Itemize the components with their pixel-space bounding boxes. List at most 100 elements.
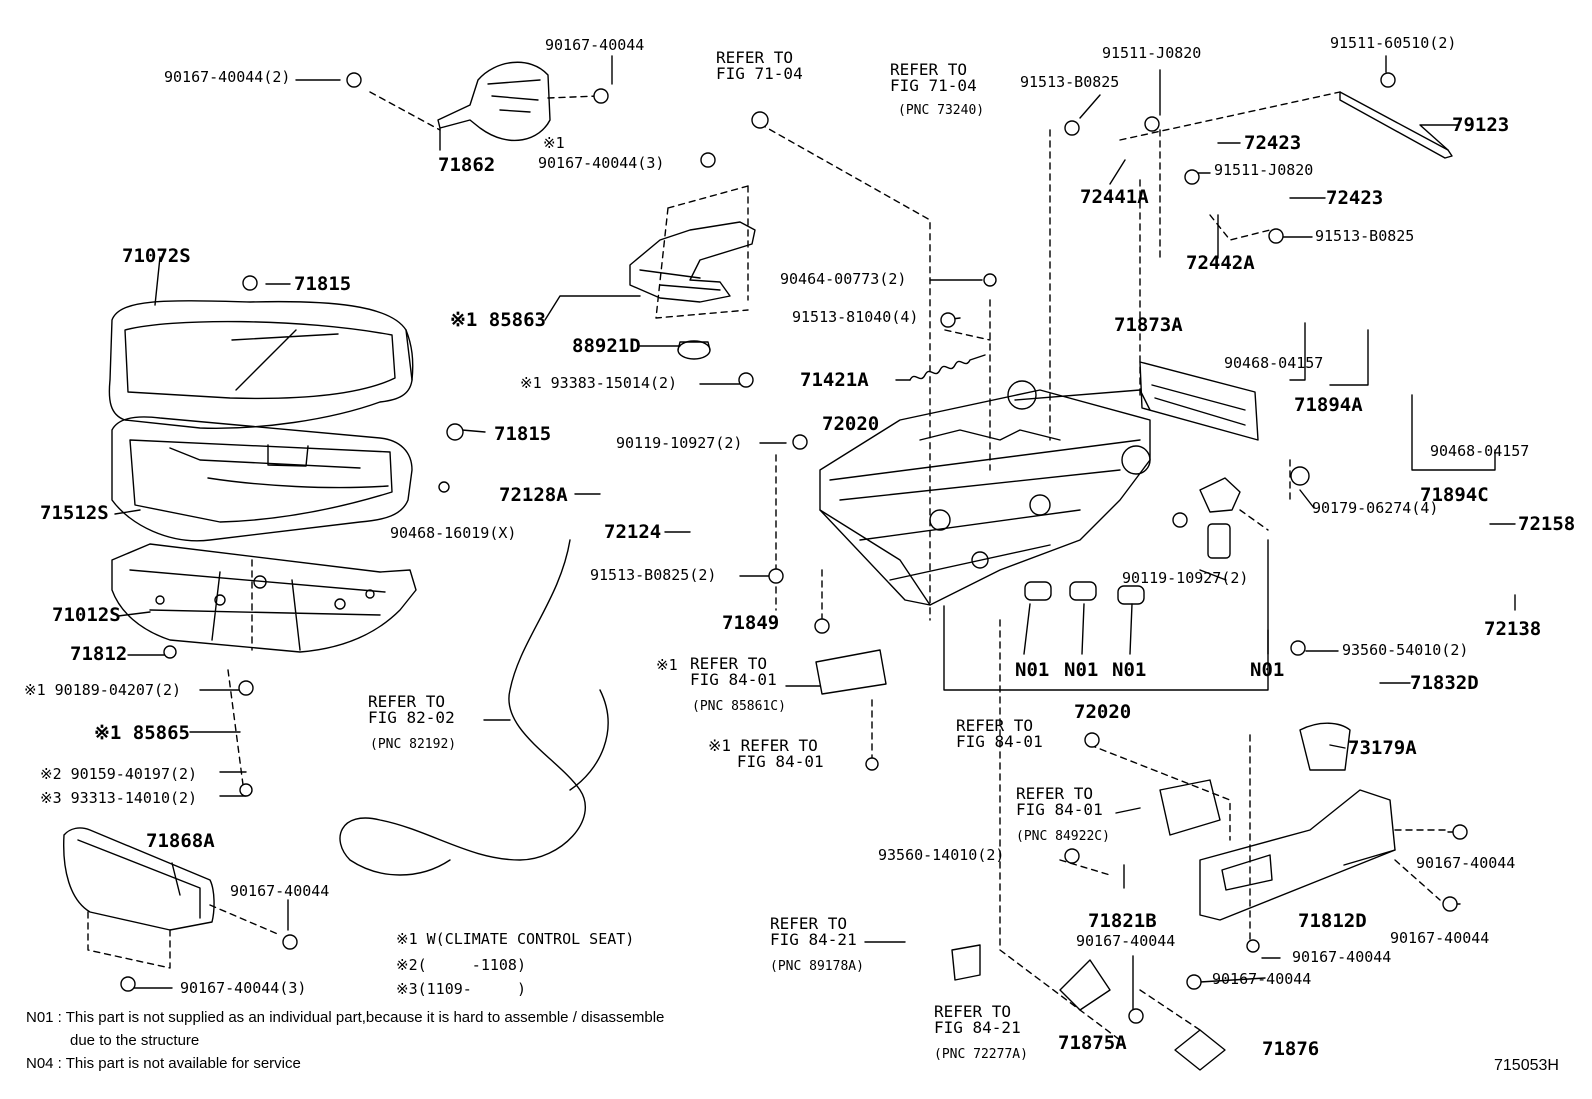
part-label: 90167-40044	[545, 36, 645, 54]
part-label: 71512S	[40, 502, 109, 524]
seat-cushion-cover	[111, 416, 413, 542]
front-cover	[63, 827, 215, 969]
part-label: 90119-10927(2)	[616, 434, 743, 452]
part-label: 79123	[1452, 114, 1510, 136]
seat-cushion-pad	[108, 300, 414, 429]
part-label: 72441A	[1080, 186, 1149, 208]
part-label: 71072S	[122, 245, 191, 267]
part-label: 93560-54010(2)	[1342, 641, 1469, 659]
part-label: N01	[1015, 659, 1050, 681]
part-label: 71876	[1262, 1038, 1320, 1060]
part-label: 71868A	[146, 830, 215, 852]
part-label: ※1 85865	[94, 722, 190, 744]
switch-assembly	[1159, 779, 1221, 836]
part-label: ※1 93383-15014(2)	[520, 374, 678, 392]
part-label: REFER TO FIG 84-01	[1016, 784, 1103, 819]
part-label: 71821B	[1088, 910, 1157, 932]
fasteners	[120, 72, 1468, 1024]
part-label: 71849	[722, 612, 780, 634]
part-label: 90167-40044	[230, 882, 330, 900]
part-label: REFER TO FIG 84-21	[934, 1002, 1021, 1037]
part-label: REFER TO FIG 82-02	[368, 692, 455, 727]
lever-71875A	[1059, 959, 1111, 1011]
bracket-71862	[369, 61, 599, 142]
part-label: 90468-04157	[1224, 354, 1324, 372]
part-label: N01	[1064, 659, 1099, 681]
part-label: 90468-04157	[1430, 442, 1530, 460]
part-label: ※2 90159-40197(2)	[40, 765, 198, 783]
part-label: REFER TO FIG 84-01	[690, 654, 777, 689]
part-label: 88921D	[572, 335, 641, 357]
part-label: 71812D	[1298, 910, 1367, 932]
part-label: 90167-40044	[1292, 948, 1392, 966]
part-label: 91513-B0825(2)	[590, 566, 717, 584]
part-label: 71012S	[52, 604, 121, 626]
part-label: 90119-10927(2)	[1122, 569, 1249, 587]
part-label: (PNC 85861C)	[692, 699, 786, 714]
part-label: 91513-B0825	[1020, 73, 1120, 91]
part-label: (PNC 84922C)	[1016, 829, 1110, 844]
part-label: 72124	[604, 521, 662, 543]
part-label: 90464-00773(2)	[780, 270, 907, 288]
slide-rail-71873A	[1139, 361, 1259, 441]
legend-entry: ※3(1109- )	[396, 980, 526, 998]
part-label: 71812	[70, 643, 128, 665]
part-label: (PNC 89178A)	[770, 959, 864, 974]
part-label: 72138	[1484, 618, 1542, 640]
part-label: 91511-J0820	[1102, 44, 1202, 62]
part-label: ※1	[543, 134, 565, 152]
legend-entry: ※1 W(CLIMATE CONTROL SEAT)	[396, 930, 635, 948]
part-label: 73179A	[1348, 737, 1417, 759]
part-label: 90167-40044	[1212, 970, 1312, 988]
part-label: 90179-06274(4)	[1312, 499, 1439, 517]
part-label: 72423	[1244, 132, 1302, 154]
part-label: REFER TO FIG 84-21	[770, 914, 857, 949]
part-label: (PNC 82192)	[370, 737, 457, 752]
part-label: (PNC 73240)	[898, 103, 985, 118]
rod-79123	[1339, 91, 1453, 159]
lever-71876	[1174, 1029, 1226, 1071]
footnote: N04 : This part is not available for ser…	[26, 1055, 301, 1072]
legend-entry: ※2( -1108)	[396, 956, 526, 974]
footnote: N01 : This part is not supplied as an in…	[26, 1009, 665, 1026]
part-label: (PNC 72277A)	[934, 1047, 1028, 1062]
part-label: ※1 85863	[450, 309, 546, 331]
part-label: 72020	[1074, 701, 1132, 723]
part-label: 71421A	[800, 369, 869, 391]
part-label: 71873A	[1114, 314, 1183, 336]
part-label: N01	[1112, 659, 1147, 681]
part-label: 72128A	[499, 484, 568, 506]
part-label: 72423	[1326, 187, 1384, 209]
part-label: ※1 REFER TO FIG 84-01	[708, 736, 824, 771]
figure-id: 715053H	[1494, 1057, 1559, 1074]
part-label: ※1 90189-04207(2)	[24, 681, 182, 699]
part-label: ※3 93313-14010(2)	[40, 789, 198, 807]
guide-lines	[209, 91, 1451, 1041]
part-label: REFER TO FIG 71-04	[716, 48, 803, 83]
part-label: 90167-40044	[1076, 932, 1176, 950]
seat-adjuster-frame	[819, 380, 1269, 691]
motor-assembly	[1024, 477, 1241, 605]
part-label: 90167-40044(3)	[538, 154, 665, 172]
part-label: 71894A	[1294, 394, 1363, 416]
part-label: 72020	[822, 413, 880, 435]
part-label: 71815	[494, 423, 552, 445]
cover-73179A	[1299, 722, 1351, 771]
part-label: REFER TO FIG 84-01	[956, 716, 1043, 751]
part-label: 93560-14010(2)	[878, 846, 1005, 864]
part-label: ※1	[656, 656, 678, 674]
wire-harness	[339, 539, 609, 876]
part-label: 91513-81040(4)	[792, 308, 919, 326]
part-label: 72442A	[1186, 252, 1255, 274]
part-label: 71875A	[1058, 1032, 1127, 1054]
part-label: 91511-J0820	[1214, 161, 1314, 179]
part-label: 90167-40044	[1416, 854, 1516, 872]
part-label: 90167-40044(3)	[180, 979, 307, 997]
bracket-72277A	[951, 944, 981, 981]
leader-lines	[114, 55, 1516, 1011]
part-label: 90167-40044(2)	[164, 68, 291, 86]
control-module	[815, 649, 887, 695]
